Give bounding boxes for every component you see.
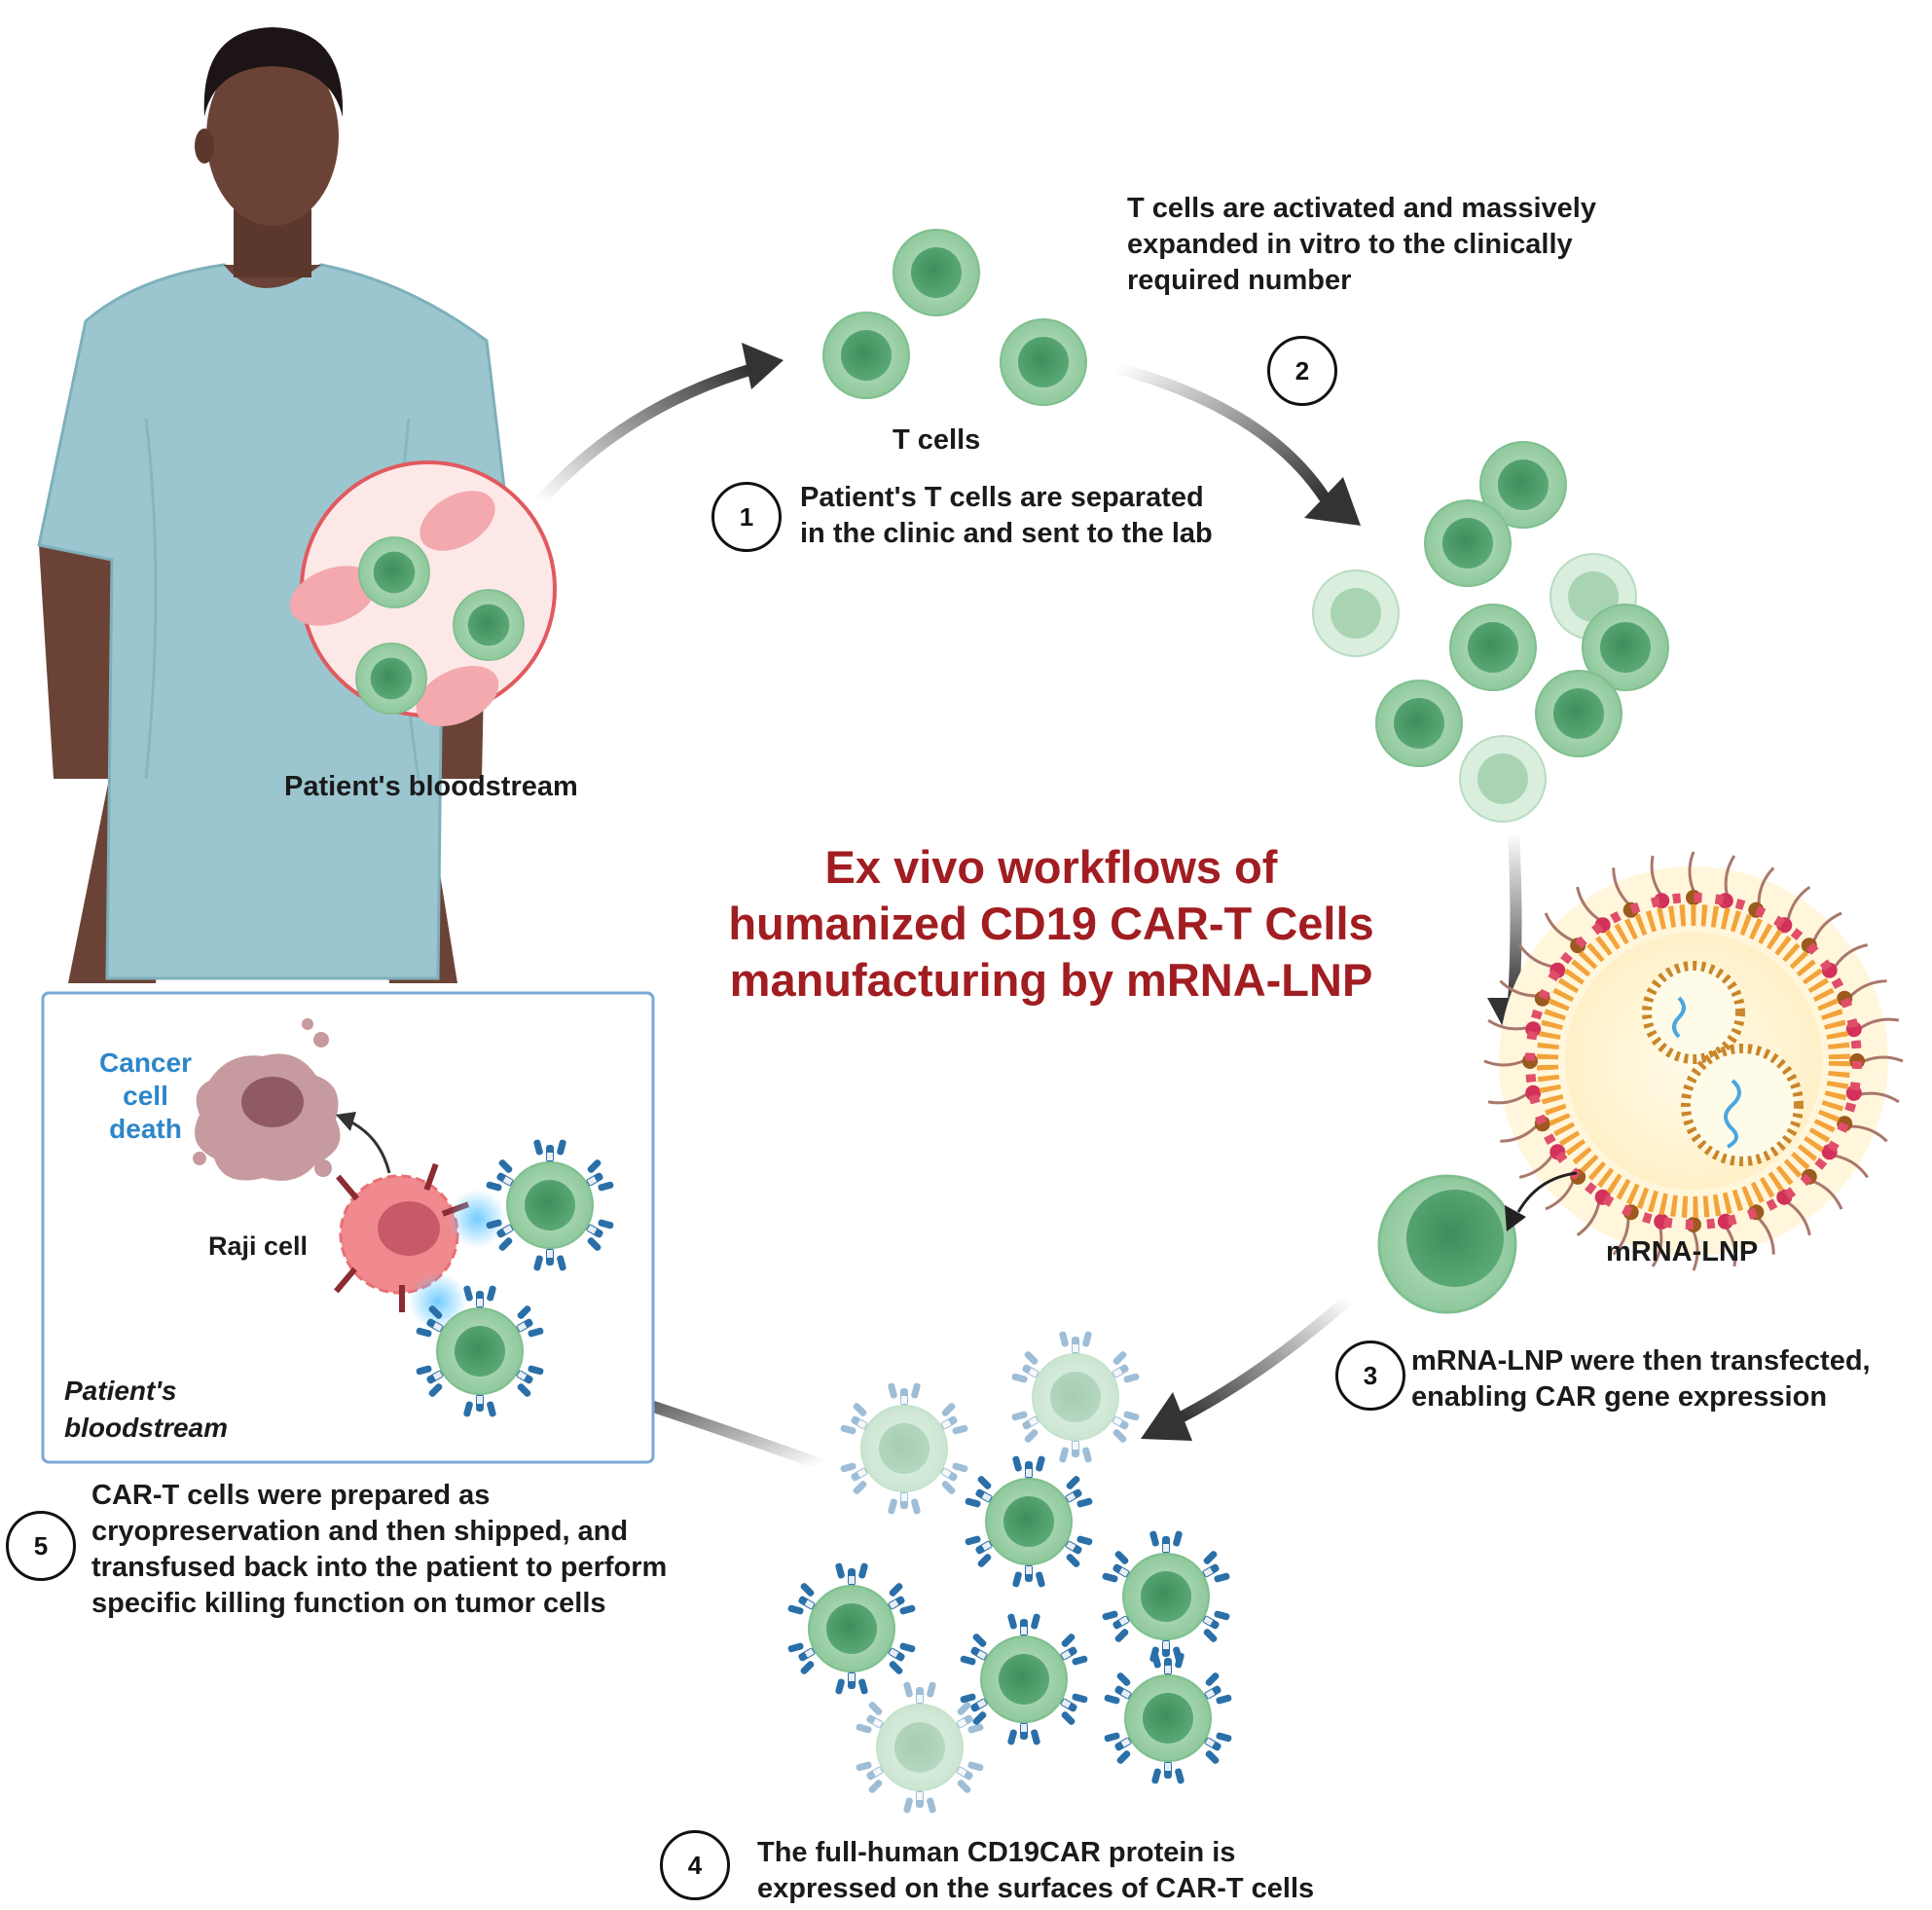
cancer-cell-death-label: Cancer cell death bbox=[90, 1047, 201, 1146]
lipid-tail bbox=[1517, 943, 1552, 969]
step-text-line: specific killing function on tumor cells bbox=[91, 1588, 606, 1619]
dead-cancer-cell-icon bbox=[193, 1018, 341, 1181]
lipid-tail bbox=[1499, 979, 1537, 998]
lipid-tail bbox=[1849, 979, 1887, 998]
lipid-tail bbox=[1850, 1124, 1888, 1143]
lipid-tail bbox=[1576, 886, 1600, 921]
lipid-tail bbox=[1863, 1055, 1904, 1063]
lipid-tail bbox=[1787, 1201, 1811, 1236]
lipid-tail bbox=[1487, 1018, 1527, 1031]
inset-bloodstream-label: Patient's bloodstream bbox=[64, 1373, 228, 1447]
step-text-line: expressed on the surfaces of CAR-T cells bbox=[757, 1873, 1315, 1904]
blood-sample-circle bbox=[289, 460, 557, 726]
lipid-tail bbox=[1692, 1230, 1699, 1271]
step-3-text: mRNA-LNP were then transfected, enabling… bbox=[1411, 1343, 1871, 1415]
t-cell-icon bbox=[1312, 441, 1669, 823]
lipid-tail bbox=[1487, 1092, 1528, 1105]
step-2-text: T cells are activated and massively expa… bbox=[1127, 191, 1596, 299]
lipid-tail bbox=[1483, 1059, 1524, 1067]
step-text-line: Patient's T cells are separated bbox=[800, 482, 1204, 513]
lipid-tail bbox=[1859, 1017, 1900, 1030]
title-line-3: manufacturing by mRNA-LNP bbox=[729, 954, 1373, 1006]
curved-arrow-icon bbox=[1141, 1294, 1354, 1441]
step-1-text: Patient's T cells are separated in the c… bbox=[800, 480, 1213, 552]
step-text-line: enabling CAR gene expression bbox=[1411, 1381, 1828, 1413]
patient-bloodstream-label: Patient's bloodstream bbox=[284, 771, 578, 802]
lipid-tail bbox=[1688, 851, 1695, 892]
step-text-line: expanded in vitro to the clinically bbox=[1127, 229, 1573, 260]
inset-bloodstream-line: bloodstream bbox=[64, 1413, 229, 1443]
curved-arrow-icon bbox=[1505, 1171, 1578, 1231]
step-number-badge: 3 bbox=[1335, 1341, 1405, 1411]
lipid-tail bbox=[1651, 1228, 1663, 1267]
step-number-badge: 2 bbox=[1267, 336, 1337, 406]
inset-bloodstream-line: Patient's bbox=[64, 1376, 177, 1406]
title-line-2: humanized CD19 CAR-T Cells bbox=[728, 898, 1374, 949]
step-number-badge: 1 bbox=[711, 482, 782, 552]
step-text-line: CAR-T cells were prepared as bbox=[91, 1480, 491, 1511]
t-cell-icon bbox=[1377, 1174, 1517, 1314]
step-text-line: The full-human CD19CAR protein is bbox=[757, 1837, 1236, 1868]
curved-arrow-icon bbox=[1112, 362, 1361, 526]
cancer-cell-death-line: death bbox=[109, 1114, 182, 1144]
cancer-cell-death-line: cell bbox=[123, 1081, 168, 1111]
curved-arrow-icon bbox=[534, 343, 784, 507]
t-cell-icon bbox=[822, 229, 1087, 406]
lipid-tail bbox=[1757, 866, 1775, 904]
lipid-tail bbox=[1725, 1227, 1737, 1267]
lipid-tail bbox=[1518, 1155, 1553, 1179]
step-text-line: in the clinic and sent to the lab bbox=[800, 518, 1213, 549]
lipid-tail bbox=[1813, 1180, 1843, 1210]
lnp-particle-icon bbox=[1483, 851, 1904, 1271]
inset-bloodstream-box bbox=[41, 991, 655, 1464]
step-text-line: required number bbox=[1127, 265, 1352, 296]
diagram-title: Ex vivo workflows of humanized CD19 CAR-… bbox=[584, 839, 1518, 1009]
lipid-tail bbox=[1576, 1202, 1601, 1237]
step-4-text: The full-human CD19CAR protein is expres… bbox=[757, 1835, 1314, 1907]
lipid-tail bbox=[1812, 911, 1842, 941]
step-5-text: CAR-T cells were prepared as cryopreserv… bbox=[91, 1478, 667, 1622]
step-text-line: cryopreservation and then shipped, and bbox=[91, 1516, 629, 1547]
lipid-tail bbox=[1835, 1154, 1870, 1179]
step-text-line: T cells are activated and massively bbox=[1127, 193, 1596, 224]
raji-cell-label: Raji cell bbox=[208, 1231, 309, 1261]
step-number-badge: 5 bbox=[6, 1511, 76, 1581]
lipid-tail bbox=[1500, 1124, 1538, 1143]
lipid-tail bbox=[1612, 1218, 1630, 1256]
lipid-tail bbox=[1545, 1181, 1575, 1211]
cancer-cell-death-line: Cancer bbox=[99, 1047, 192, 1078]
mrna-lnp-label: mRNA-LNP bbox=[1606, 1236, 1759, 1267]
lipid-tail bbox=[1757, 1217, 1775, 1255]
lipid-tail bbox=[1612, 867, 1630, 905]
lipid-tail bbox=[1650, 855, 1662, 896]
lipid-tail bbox=[1544, 912, 1574, 942]
lipid-tail bbox=[1724, 855, 1736, 895]
step-text-line: mRNA-LNP were then transfected, bbox=[1411, 1345, 1871, 1377]
t-cells-label: T cells bbox=[893, 424, 981, 456]
step-text-line: transfused back into the patient to perf… bbox=[91, 1552, 668, 1583]
title-line-1: Ex vivo workflows of bbox=[824, 841, 1278, 893]
lipid-tail bbox=[1786, 885, 1811, 920]
lipid-tail bbox=[1860, 1091, 1900, 1104]
step-number-badge: 4 bbox=[660, 1830, 730, 1900]
lipid-tail bbox=[1834, 943, 1869, 968]
